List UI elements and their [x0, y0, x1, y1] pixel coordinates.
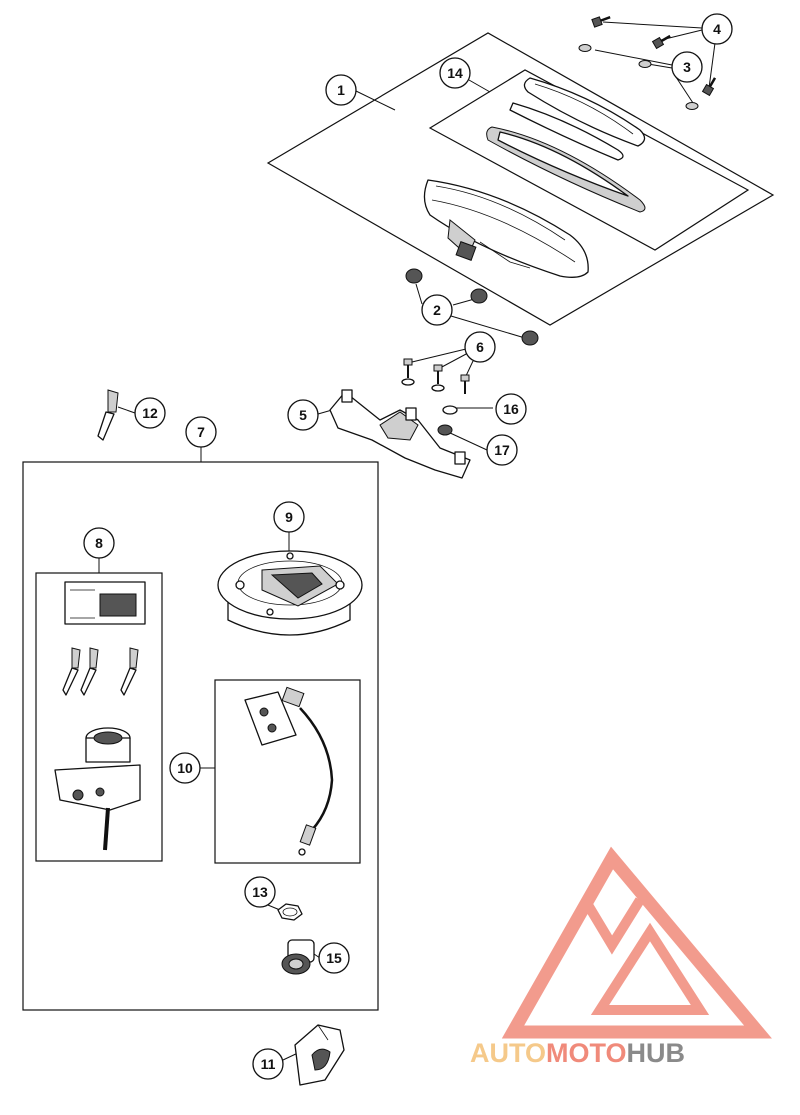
- automotohub-logo: [501, 846, 772, 1039]
- frame-instrument-lenses: [428, 69, 750, 251]
- callout-16: 16: [495, 393, 527, 425]
- callout-2: 2: [421, 294, 453, 326]
- callout-4-label: 4: [713, 21, 721, 37]
- callout-15: 15: [318, 942, 350, 974]
- fuel-tank-cap: [217, 550, 363, 636]
- callout-5: 5: [287, 399, 319, 431]
- callout-9: 9: [273, 501, 305, 533]
- callout-5-label: 5: [299, 407, 307, 423]
- callout-3-label: 3: [683, 59, 691, 75]
- leader-lines: [98, 21, 716, 1061]
- frame-instrument-assembly: [266, 32, 775, 326]
- callout-6-label: 6: [476, 339, 484, 355]
- callout-2-label: 2: [433, 302, 441, 318]
- callout-7: 7: [185, 416, 217, 448]
- watermark-hub: HUB: [627, 1038, 686, 1068]
- callout-9-label: 9: [285, 509, 293, 525]
- callout-11: 11: [252, 1048, 284, 1080]
- callout-15-label: 15: [326, 950, 342, 966]
- callout-10-label: 10: [177, 760, 193, 776]
- screws-and-washers: [578, 16, 717, 110]
- bolts-and-spacers: [401, 358, 470, 436]
- instrument-lens-set: [486, 77, 646, 213]
- instrument-bracket: [329, 389, 471, 479]
- callout-12: 12: [134, 397, 166, 429]
- watermark-text: AUTOMOTOHUB: [470, 1038, 685, 1068]
- hex-nut: [277, 903, 303, 921]
- callout-3: 3: [671, 51, 703, 83]
- rubber-grommets: [405, 268, 539, 346]
- ignition-lock-cylinder: [54, 727, 141, 851]
- callout-4: 4: [701, 13, 733, 45]
- callout-12-label: 12: [142, 405, 158, 421]
- key-set-keys: [62, 647, 139, 696]
- callout-16-label: 16: [503, 401, 519, 417]
- callout-17-label: 17: [494, 442, 510, 458]
- callout-14: 14: [439, 57, 471, 89]
- callout-13: 13: [244, 876, 276, 908]
- callout-8: 8: [83, 527, 115, 559]
- instrument-cluster: [423, 179, 589, 278]
- watermark-moto: MOTO: [546, 1038, 627, 1068]
- callout-14-label: 14: [447, 65, 463, 81]
- callout-17: 17: [486, 434, 518, 466]
- frame-lock-set: [22, 461, 379, 1011]
- callout-1: 1: [325, 74, 357, 106]
- sensor-with-cable: [244, 686, 334, 856]
- callout-7-label: 7: [197, 424, 205, 440]
- callout-10: 10: [169, 752, 201, 784]
- callout-6: 6: [464, 331, 496, 363]
- seat-lock-barrel: [281, 939, 315, 975]
- callout-1-label: 1: [337, 82, 345, 98]
- callout-8-label: 8: [95, 535, 103, 551]
- watermark-auto: AUTO: [470, 1038, 546, 1068]
- blank-key: [97, 389, 119, 441]
- lock-housing: [294, 1024, 345, 1086]
- frame-sensor-cable: [214, 679, 361, 864]
- callout-11-label: 11: [261, 1056, 276, 1072]
- key-set: [54, 581, 146, 851]
- callout-13-label: 13: [252, 884, 268, 900]
